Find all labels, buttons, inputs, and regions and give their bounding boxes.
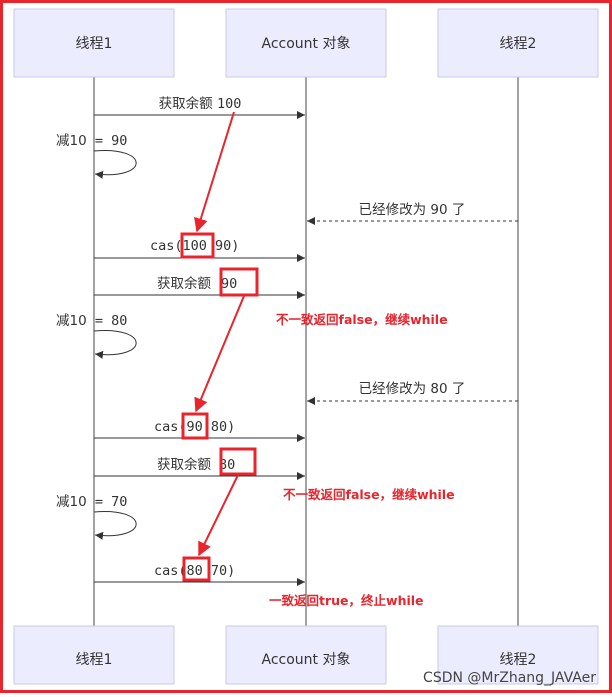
message-get-balance-3: 获取余额 80	[94, 456, 305, 480]
highlight-box-cas-90	[181, 412, 209, 440]
participant-label: Account 对象	[262, 36, 351, 52]
annotation-mismatch-1: 不一致返回false，继续while	[276, 312, 448, 327]
message-get-balance-2: 获取余额 90	[94, 275, 305, 299]
participant-label: 线程1	[76, 652, 113, 668]
message-value: 90	[221, 276, 237, 292]
highlight-box-cas-80	[182, 556, 211, 582]
svg-text:获取余额 100: 获取余额 100	[159, 95, 242, 112]
participant-label: 线程2	[500, 652, 537, 668]
cas-prefix: cas(	[154, 563, 187, 579]
participant-thread2-top: 线程2	[437, 8, 599, 78]
message-cas-1: cas(100 90)	[94, 238, 305, 262]
cas-expected-value: 100	[183, 238, 207, 254]
message-label: 获取余额	[157, 275, 211, 292]
participant-thread1-bottom: 线程1	[13, 625, 175, 685]
annotation-match: 一致返回true，终止while	[269, 593, 424, 608]
svg-text:减10 = 80: 减10 = 80	[56, 313, 127, 329]
message-cas-3: cas(80 70)	[94, 563, 305, 586]
svg-text:减10 = 70: 减10 = 70	[56, 494, 127, 510]
message-cas-2: cas(90 80)	[94, 419, 305, 442]
red-arrow-80-to-cas	[198, 474, 239, 557]
message-modified-80: 已经修改为 80 了	[307, 381, 518, 405]
cas-new-value: 80)	[203, 419, 236, 435]
red-arrow-100-to-cas	[194, 111, 235, 233]
cas-expected-value: 80	[187, 563, 203, 579]
self-message-result: = 70	[87, 494, 128, 510]
svg-text:cas(90 80): cas(90 80)	[154, 419, 235, 435]
self-message-result: = 90	[87, 133, 128, 149]
participant-account-top: Account 对象	[225, 8, 387, 78]
svg-text:减10 = 90: 减10 = 90	[56, 133, 127, 149]
message-label: 获取余额	[157, 456, 211, 473]
message-value: 100	[217, 96, 241, 112]
annotation-mismatch-2: 不一致返回false，继续while	[283, 487, 455, 502]
message-label: 获取余额	[159, 95, 213, 112]
cas-expected-value: 90	[187, 419, 203, 435]
participant-thread1-top: 线程1	[13, 8, 175, 78]
highlight-box-get-90	[219, 267, 259, 297]
message-label: 已经修改为 80 了	[359, 381, 466, 397]
message-label: 已经修改为 90 了	[359, 202, 466, 218]
svg-text:cas(80 70): cas(80 70)	[154, 563, 235, 579]
cas-prefix: cas(	[150, 238, 183, 254]
self-message-label: 减10	[56, 313, 87, 329]
watermark: CSDN @MrZhang_JAVAer	[423, 670, 596, 686]
highlight-box-get-80	[219, 447, 257, 476]
self-message-label: 减10	[56, 494, 87, 510]
cas-new-value: 70)	[203, 563, 236, 579]
participant-account-bottom: Account 对象	[225, 625, 387, 685]
highlight-box-cas-100	[180, 232, 215, 259]
red-arrow-90-to-cas	[194, 295, 245, 413]
participant-label: Account 对象	[262, 652, 351, 668]
self-message-subtract-1: 减10 = 90	[56, 133, 137, 179]
cas-prefix: cas(	[154, 419, 187, 435]
svg-text:cas(100 90): cas(100 90)	[150, 238, 239, 254]
self-message-subtract-3: 减10 = 70	[56, 494, 137, 540]
participant-label: 线程2	[500, 36, 537, 52]
participant-thread2-bottom: 线程2	[437, 625, 599, 685]
message-modified-90: 已经修改为 90 了	[307, 202, 518, 225]
self-message-subtract-2: 减10 = 80	[56, 313, 137, 359]
cas-new-value: 90)	[207, 238, 240, 254]
message-value: 80	[219, 457, 235, 473]
self-message-result: = 80	[87, 313, 128, 329]
self-message-label: 减10	[56, 133, 87, 149]
participant-label: 线程1	[76, 36, 113, 52]
message-get-balance-1: 获取余额 100	[94, 95, 305, 119]
